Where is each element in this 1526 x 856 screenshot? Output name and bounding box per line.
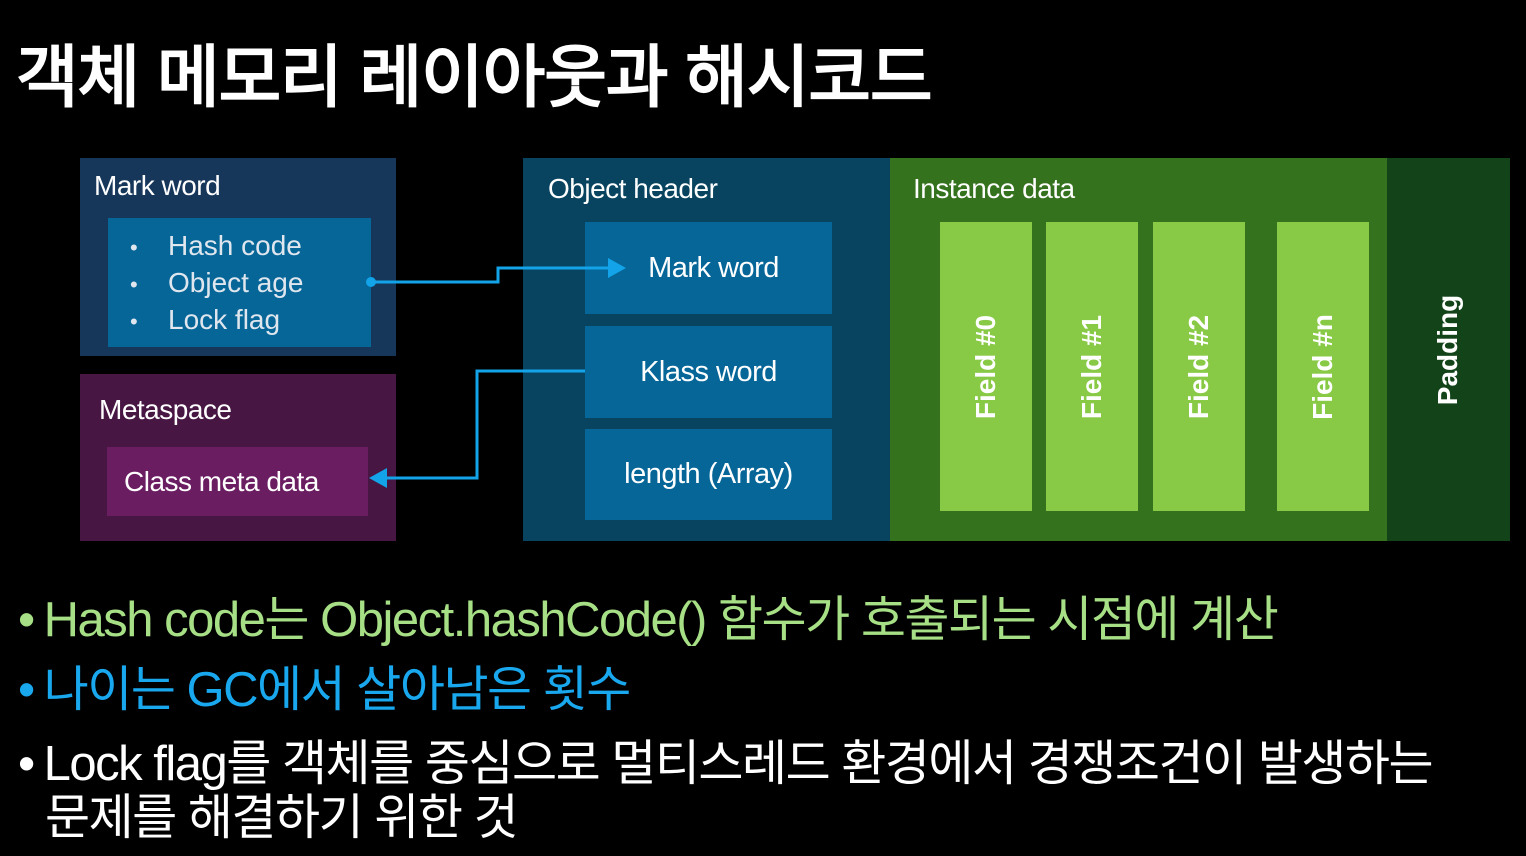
padding-box: Padding: [1387, 158, 1510, 541]
field-1: Field #1: [1046, 222, 1138, 511]
arrow-head-icon: [608, 258, 626, 278]
bullet-lock-flag: •Lock flag를 객체를 중심으로 멀티스레드 환경에서 경쟁조건이 발생…: [18, 737, 1434, 791]
arrow-start-dot: [366, 277, 376, 287]
object-header-label: Object header: [548, 173, 718, 204]
mark-word-item: Hash code: [130, 228, 303, 265]
field-0: Field #0: [940, 222, 1032, 511]
mark-word-items: Hash code Object age Lock flag: [130, 228, 303, 339]
metaspace-label: Metaspace: [99, 394, 232, 425]
class-meta-data: Class meta data: [107, 447, 368, 516]
mark-word-item: Object age: [130, 265, 303, 302]
field-n: Field #n: [1277, 222, 1369, 511]
arrow-head-icon: [369, 468, 387, 488]
header-klass-word: Klass word: [585, 326, 832, 418]
bullet-lock-flag-cont: 문제를 해결하기 위한 것: [45, 791, 519, 845]
object-header-box: Object header Mark word Klass word lengt…: [523, 158, 890, 541]
instance-data-label: Instance data: [913, 173, 1075, 204]
bullet-hash-code: •Hash code는 Object.hashCode() 함수가 호출되는 시…: [18, 593, 1279, 647]
header-length-array: length (Array): [585, 429, 832, 520]
klass-word-arrow: [384, 369, 585, 480]
mark-word-item: Lock flag: [130, 302, 303, 339]
slide-title: 객체 메모리 레이아웃과 해시코드: [16, 40, 933, 116]
mark-word-arrow: [371, 266, 612, 284]
metaspace-box: Metaspace Class meta data: [80, 374, 396, 541]
field-2: Field #2: [1153, 222, 1245, 511]
bullet-age: •나이는 GC에서 살아남은 횟수: [18, 663, 631, 717]
mark-word-label: Mark word: [94, 170, 221, 201]
header-mark-word: Mark word: [585, 222, 832, 314]
